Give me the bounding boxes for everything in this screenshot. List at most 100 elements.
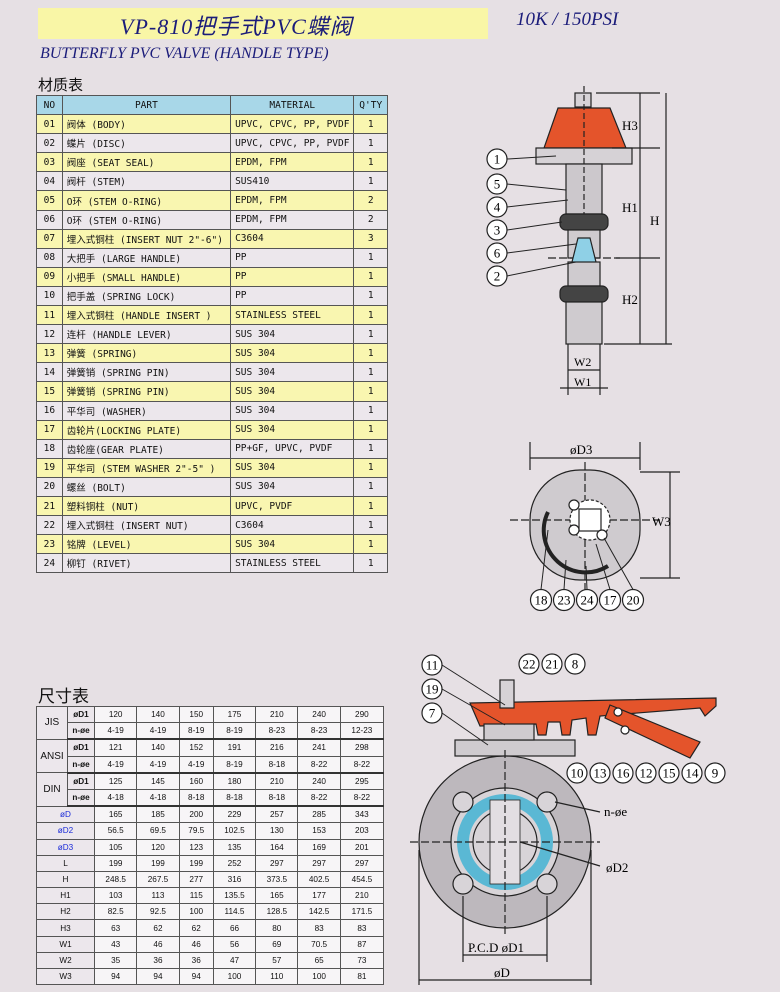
part-no: 09 <box>36 266 63 287</box>
callout-bubble: 15 <box>658 762 680 784</box>
part-qty: 1 <box>353 133 388 154</box>
dimension-value: 201 <box>339 838 385 856</box>
part-qty: 1 <box>353 381 388 402</box>
pressure-rating: 10K / 150PSI <box>516 9 619 30</box>
dimension-value: 4-19 <box>93 755 138 774</box>
part-material: UPVC, PVDF <box>230 495 355 517</box>
part-name: 大把手 (LARGE HANDLE) <box>61 247 232 268</box>
stem-bolt <box>574 92 592 108</box>
callout-bubble: 22 <box>518 653 540 675</box>
part-name: 塑料铜柱 (NUT) <box>61 495 232 517</box>
page-subtitle: BUTTERFLY PVC VALVE (HANDLE TYPE) <box>40 45 329 62</box>
dimension-value: 121 <box>93 738 138 757</box>
callout-number: 8 <box>572 657 579 672</box>
dimension-value: 241 <box>297 738 341 757</box>
part-material: SUS 304 <box>230 419 355 440</box>
dimension-value: 210 <box>339 887 385 905</box>
dimension-value: 297 <box>297 854 341 872</box>
dimension-value: 297 <box>255 854 299 872</box>
dimension-value: 46 <box>178 935 214 953</box>
callout-number: 23 <box>558 593 571 608</box>
title-banner <box>38 8 488 39</box>
part-no: 01 <box>36 114 63 135</box>
part-no: 16 <box>36 400 63 421</box>
part-material: SUS 304 <box>230 476 355 497</box>
callout-number: 7 <box>429 706 436 721</box>
callout-bubble: 21 <box>541 653 563 675</box>
dimension-value: 113 <box>136 887 180 905</box>
callout-number: 18 <box>535 593 548 608</box>
stem-square <box>578 508 602 532</box>
callout-number: 5 <box>494 177 501 192</box>
callout-bubble: 13 <box>589 762 611 784</box>
callout-number: 21 <box>546 657 559 672</box>
dimension-label: øD1 <box>67 772 95 790</box>
dimension-label: W3 <box>36 967 95 986</box>
dimension-value: 8-22 <box>297 755 341 774</box>
col-qty: Q'TY <box>353 94 388 116</box>
dimension-label: øD1 <box>67 738 95 757</box>
part-qty: 1 <box>353 266 388 287</box>
callout-bubble: 19 <box>421 678 506 726</box>
dimension-value: 8-19 <box>178 722 214 741</box>
dimension-value: 240 <box>297 705 341 724</box>
part-name: 阀座 (SEAT SEAL) <box>61 152 232 173</box>
part-material: PP <box>230 266 355 287</box>
part-qty: 1 <box>353 553 388 574</box>
callout-bubble: 17 <box>598 588 622 612</box>
callout-number: 6 <box>494 246 501 261</box>
dim-n-e: n-øe <box>604 804 627 819</box>
part-name: 弹簧销 (SPRING PIN) <box>61 362 232 383</box>
dimension-value: 140 <box>136 705 180 724</box>
col-part: PART <box>61 94 232 116</box>
dim-h1: H1 <box>622 200 638 215</box>
dimension-value: 46 <box>136 935 180 953</box>
part-qty: 1 <box>353 343 388 364</box>
callout-number: 22 <box>523 657 536 672</box>
callout-number: 1 <box>494 152 501 167</box>
part-material: SUS 304 <box>230 324 355 345</box>
col-material: MATERIAL <box>230 94 355 116</box>
dimension-label: L <box>36 854 95 872</box>
dimension-value: 295 <box>339 772 385 790</box>
part-name: O环 (STEM O-RING) <box>61 209 232 230</box>
callout-number: 15 <box>663 766 676 781</box>
dimension-value: 83 <box>339 919 385 937</box>
dimension-value: 4-19 <box>136 722 180 741</box>
callout-number: 17 <box>604 593 618 608</box>
callout-bubble: 1 <box>486 148 557 170</box>
part-no: 06 <box>36 209 63 230</box>
part-name: 埋入式铜柱 (INSERT NUT 2"-6") <box>61 228 232 249</box>
standard-label: DIN <box>36 772 68 807</box>
part-material: C3604 <box>230 228 355 249</box>
callout-number: 20 <box>627 593 640 608</box>
dim-d: øD <box>494 965 510 980</box>
dimension-value: 454.5 <box>339 870 385 889</box>
callout-number: 13 <box>594 766 607 781</box>
part-material: EPDM, FPM <box>230 190 355 211</box>
part-qty: 1 <box>353 114 388 135</box>
dimension-value: 298 <box>339 738 385 757</box>
part-no: 21 <box>36 495 63 517</box>
page-title: VP-810把手式PVC蝶阀 <box>120 14 353 39</box>
part-name: 齿轮座(GEAR PLATE) <box>61 438 232 459</box>
dimension-value: 66 <box>212 919 257 937</box>
dimension-value: 94 <box>136 967 180 986</box>
part-name: 齿轮片(LOCKING PLATE) <box>61 419 232 440</box>
part-qty: 1 <box>353 171 388 192</box>
dimension-value: 73 <box>339 951 385 970</box>
small-handle <box>604 704 701 759</box>
dim-h2: H2 <box>622 292 638 307</box>
dimension-value: 165 <box>93 805 138 824</box>
part-material: SUS 304 <box>230 362 355 383</box>
